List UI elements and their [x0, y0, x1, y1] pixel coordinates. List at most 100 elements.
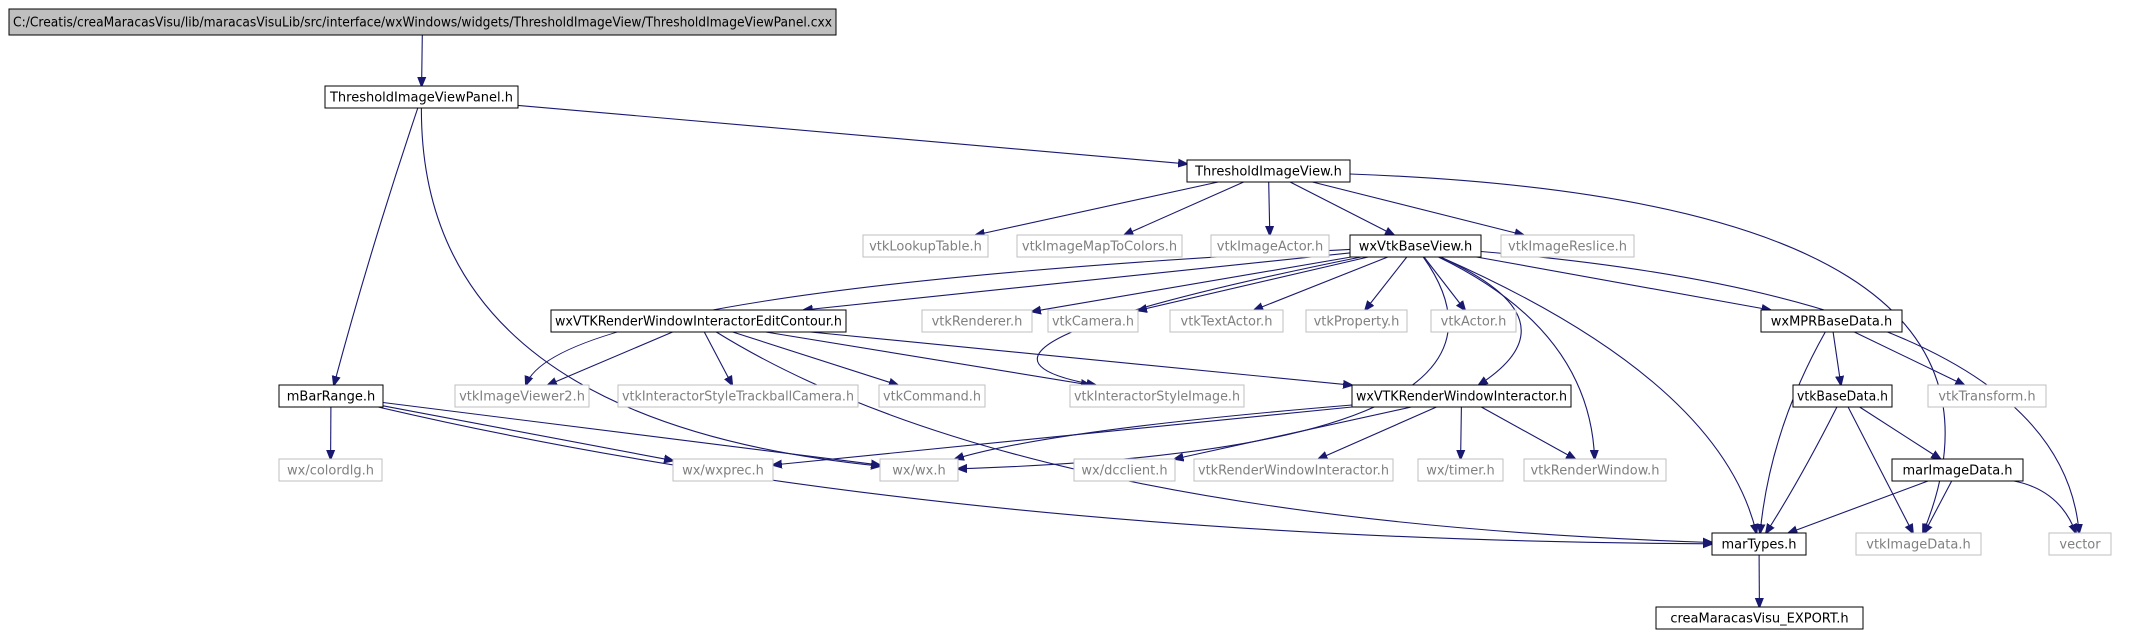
node-label: vtkCommand.h: [883, 390, 981, 405]
node-lut: vtkLookupTable.h: [862, 234, 989, 258]
edge-vbd-to-vid: [1847, 406, 1913, 533]
node-label: mBarRange.h: [287, 390, 375, 405]
edge-tiv_h-to-imc: [1124, 181, 1244, 235]
node-box: [1760, 309, 1903, 333]
node-imc: vtkImageMapToColors.h: [1016, 234, 1183, 258]
edge-wxbv-to-ren: [1032, 256, 1352, 312]
edge-wxbv-to-wxwx: [958, 256, 1450, 469]
node-label: vtkImageReslice.h: [1508, 240, 1627, 255]
node-vrwi: vtkRenderWindowInteractor.h: [1193, 458, 1394, 482]
edge-panel_h-to-wxwx: [420, 107, 880, 466]
node-box: [1711, 532, 1807, 556]
node-label: marTypes.h: [1722, 538, 1797, 553]
node-wxwx: wx/wx.h: [879, 458, 959, 482]
node-timer: wx/timer.h: [1417, 458, 1504, 482]
node-ia: vtkImageActor.h: [1210, 234, 1330, 258]
edge-wxbv-to-vec: [1480, 250, 2079, 534]
edges-layer: [331, 34, 2080, 607]
node-label: marImageData.h: [1902, 464, 2012, 479]
node-dcc: wx/dcclient.h: [1073, 458, 1176, 482]
node-box: [1792, 384, 1893, 408]
node-label: vtkBaseData.h: [1797, 390, 1888, 405]
node-vid: vtkImageData.h: [1855, 532, 1982, 556]
node-mbar[interactable]: mBarRange.h: [278, 384, 384, 408]
node-cdlg: wx/colordlg.h: [278, 458, 383, 482]
edge-panel_h-to-tiv_h: [517, 104, 1187, 163]
node-label: vtkInteractorStyleImage.h: [1074, 390, 1240, 405]
node-box: [1351, 384, 1572, 408]
node-istb: vtkInteractorStyleTrackballCamera.h: [617, 384, 859, 408]
edge-wxbv-to-act: [1423, 256, 1465, 310]
node-exp[interactable]: creaMaracasVisu_EXPORT.h: [1655, 606, 1864, 630]
node-box: [878, 384, 986, 408]
node-box: [550, 309, 847, 333]
node-vbd[interactable]: vtkBaseData.h: [1792, 384, 1893, 408]
node-vrw: vtkRenderWindow.h: [1523, 458, 1667, 482]
node-label: wxVTKRenderWindowInteractor.h: [1356, 390, 1567, 405]
node-box: [921, 309, 1033, 333]
nodes-layer: C:/Creatis/creaMaracasVisu/lib/maracasVi…: [8, 8, 2112, 630]
node-mid[interactable]: marImageData.h: [1891, 458, 2024, 482]
node-box: [2048, 532, 2112, 556]
node-rwi[interactable]: wxVTKRenderWindowInteractor.h: [1351, 384, 1572, 408]
node-label: vtkRenderWindow.h: [1530, 464, 1659, 479]
edge-mpr-to-tr: [1854, 331, 1964, 385]
edge-mpr-to-vbd: [1832, 331, 1841, 385]
node-label: wx/wxprec.h: [682, 464, 764, 479]
node-label: vtkImageData.h: [1866, 538, 1970, 553]
node-label: C:/Creatis/creaMaracasVisu/lib/maracasVi…: [13, 16, 832, 31]
edge-ec-to-istb: [703, 331, 732, 385]
node-label: vtkImageViewer2.h: [459, 390, 585, 405]
edge-mid-to-mt: [1789, 480, 1929, 533]
edge-wxbv-to-rwi: [1439, 256, 1522, 385]
node-tiv_h[interactable]: ThresholdImageView.h: [1186, 159, 1351, 183]
node-label: wxVTKRenderWindowInteractorEditContour.h: [555, 315, 842, 330]
edge-tiv_h-to-lut: [976, 181, 1219, 235]
node-box: [454, 384, 590, 408]
edge-mbar-to-wxprec: [382, 405, 673, 461]
edge-tiv_h-to-vid: [1349, 173, 1946, 533]
edge-wxbv-to-prop: [1365, 256, 1408, 310]
edge-ec-to-isi: [765, 331, 1090, 385]
node-wxbv[interactable]: wxVtkBaseView.h: [1349, 234, 1482, 258]
edge-rwi-to-vrw: [1481, 406, 1575, 459]
node-isi: vtkInteractorStyleImage.h: [1069, 384, 1245, 408]
edge-wxbv-to-ec: [804, 252, 1351, 310]
node-box: [1210, 234, 1330, 258]
node-box: [1069, 384, 1245, 408]
node-cam: vtkCamera.h: [1047, 309, 1139, 333]
node-box: [278, 384, 384, 408]
edge-wxbv-to-mt: [1440, 256, 1757, 533]
node-label: vtkProperty.h: [1314, 315, 1400, 330]
node-label: vtkImageActor.h: [1217, 240, 1323, 255]
edge-wxbv-to-isi: [1036, 256, 1362, 385]
edge-ec-to-cmd: [732, 331, 898, 385]
node-box: [1305, 309, 1408, 333]
node-label: vtkCamera.h: [1052, 315, 1134, 330]
node-ec[interactable]: wxVTKRenderWindowInteractorEditContour.h: [550, 309, 847, 333]
node-mpr[interactable]: wxMPRBaseData.h: [1760, 309, 1903, 333]
node-box: [1016, 234, 1183, 258]
node-ta: vtkTextActor.h: [1169, 309, 1284, 333]
node-box: [879, 458, 959, 482]
edge-rwi-to-vrwi: [1319, 406, 1437, 459]
edge-mbar-to-wxwx: [382, 401, 880, 466]
edge-tiv_h-to-ia: [1269, 181, 1270, 235]
edge-mid-to-vid: [1924, 480, 1953, 533]
node-label: creaMaracasVisu_EXPORT.h: [1670, 612, 1848, 627]
node-box: [672, 458, 774, 482]
node-box: [1417, 458, 1504, 482]
edge-rwi-to-dcc: [1175, 406, 1412, 459]
node-box: [1927, 384, 2047, 408]
node-mt[interactable]: marTypes.h: [1711, 532, 1807, 556]
node-panel_h[interactable]: ThresholdImageViewPanel.h: [324, 85, 519, 109]
edge-mpr-to-mt: [1760, 331, 1826, 533]
node-box: [1500, 234, 1635, 258]
edge-wxbv-to-ta: [1254, 256, 1389, 310]
edge-wxbv-to-cam: [1138, 256, 1369, 311]
node-vec: vector: [2048, 532, 2112, 556]
node-label: vtkRenderer.h: [932, 315, 1023, 330]
node-root[interactable]: C:/Creatis/creaMaracasVisu/lib/maracasVi…: [8, 8, 837, 36]
edge-ec-to-rwi: [810, 331, 1352, 385]
edge-vbd-to-mt: [1766, 406, 1838, 533]
